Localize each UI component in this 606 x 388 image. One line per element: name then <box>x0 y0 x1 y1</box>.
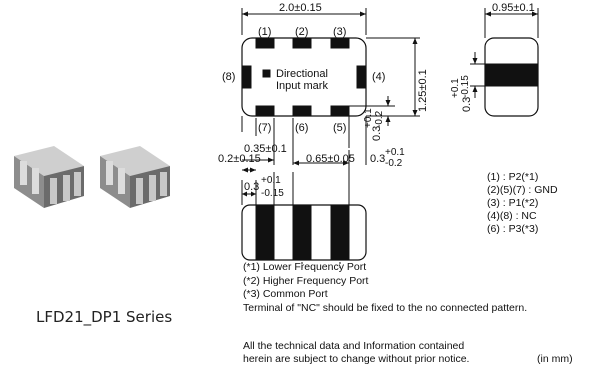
top-terminal-8 <box>241 65 252 89</box>
top-terminal-6 <box>292 105 312 117</box>
top-terminal-2 <box>292 37 312 49</box>
top-terminal-7 <box>255 105 275 117</box>
dim-edge-label: 0.2±0.15 <box>218 153 261 165</box>
component-photo-left <box>14 146 84 208</box>
dim-term-len-base: 0.3 <box>371 126 383 141</box>
mark-label-line2: Input mark <box>276 80 328 92</box>
side-view <box>470 8 539 117</box>
dim-bottom-right-base: 0.3 <box>370 153 385 165</box>
top-terminal-5 <box>330 105 350 117</box>
pin-label-6: (6) <box>295 122 308 134</box>
legend-item: (3) : P1(*2) <box>487 197 539 209</box>
directional-mark <box>262 69 271 78</box>
top-terminal-4 <box>356 65 367 89</box>
top-terminal-3 <box>330 37 350 49</box>
dim-pitch-label: 0.35±0.1 <box>244 143 287 155</box>
disclaimer: All the technical data and Information c… <box>243 340 469 366</box>
port-notes: (*1) Lower Frequency Port (*2) Higher Fr… <box>243 261 527 315</box>
dim-bottom-left-tol-minus: -0.15 <box>261 188 284 199</box>
series-title: LFD21_DP1 Series <box>36 308 173 326</box>
pin-label-7: (7) <box>258 122 271 134</box>
dim-term-w-label: 0.65±0.05 <box>306 153 355 165</box>
pin-label-2: (2) <box>295 26 308 38</box>
pin-label-5: (5) <box>333 122 346 134</box>
note-line: (*3) Common Port <box>243 288 328 300</box>
pin-label-1: (1) <box>258 26 271 38</box>
disclaimer-line: herein are subject to change without pri… <box>243 353 470 365</box>
dim-bottom-left-base: 0.3 <box>244 181 259 193</box>
bottom-terminal-2 <box>292 204 312 261</box>
legend-item: (4)(8) : NC <box>487 210 537 222</box>
component-photo-right <box>100 146 170 208</box>
legend-item: (1) : P2(*1) <box>487 171 539 183</box>
dim-side-width-label: 0.95±0.1 <box>492 2 535 14</box>
dim-side-band-tol-minus: -0.15 <box>460 75 471 98</box>
pin-label-8: (8) <box>222 71 235 83</box>
dimension-labels: 2.0±0.15 0.95±0.1 1.25±0.1 0.3 +0.1 -0.1… <box>218 2 535 199</box>
dim-height-label: 1.25±0.1 <box>417 69 429 112</box>
unit-label: (in mm) <box>537 353 573 365</box>
bottom-view <box>241 150 367 270</box>
legend-item: (6) : P3(*3) <box>487 223 539 235</box>
bottom-terminal-1 <box>255 204 275 261</box>
pin-assignment-legend: (1) : P2(*1) (2)(5)(7) : GND (3) : P1(*2… <box>487 171 558 236</box>
top-terminal-1 <box>255 37 275 49</box>
note-line: (*2) Higher Frequency Port <box>243 274 369 287</box>
dim-width-label: 2.0±0.15 <box>279 2 322 14</box>
legend-item: (2)(5)(7) : GND <box>487 184 558 196</box>
note-line: (*1) Lower Frequency Port <box>243 261 367 273</box>
side-terminal-band <box>484 63 539 87</box>
dim-term-len-tol-plus: +0.1 <box>363 108 374 128</box>
dim-bottom-left-tol-plus: +0.1 <box>261 175 281 186</box>
dim-bottom-right-tol-minus: -0.2 <box>385 158 403 169</box>
pin-label-4: (4) <box>372 71 385 83</box>
pin-label-3: (3) <box>333 26 346 38</box>
mark-label-line1: Directional <box>276 68 328 80</box>
dim-term-len-tol-minus: -0.2 <box>374 110 385 128</box>
disclaimer-line: All the technical data and Information c… <box>243 340 465 352</box>
top-view <box>241 8 420 165</box>
dim-bottom-right-tol-plus: +0.1 <box>385 147 405 158</box>
note-line: Terminal of "NC" should be fixed to the … <box>243 301 528 314</box>
bottom-terminal-3 <box>330 204 350 261</box>
dim-side-band-base: 0.3 <box>461 97 473 112</box>
dim-side-band-tol-plus: +0.1 <box>450 78 461 98</box>
